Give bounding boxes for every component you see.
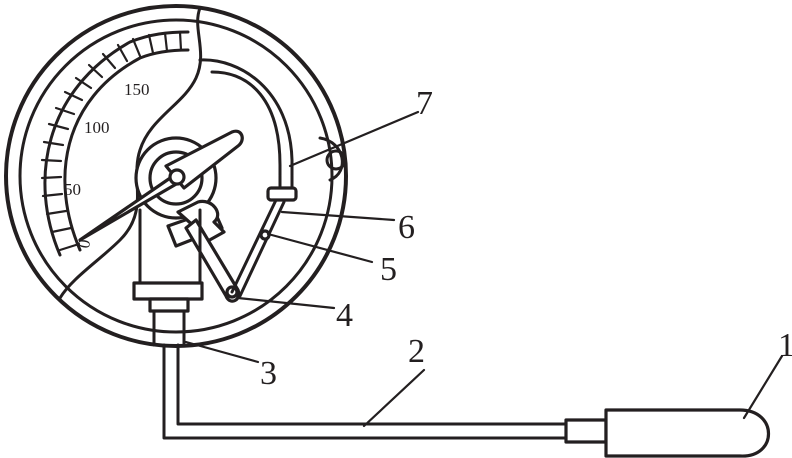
callout-7: 7 bbox=[416, 85, 433, 122]
dial-scale: 0 50 100 150 bbox=[40, 30, 190, 257]
cutaway-edges bbox=[58, 6, 294, 300]
pointer-tail bbox=[164, 129, 244, 190]
callout-6: 6 bbox=[398, 209, 415, 246]
scale-label-100: 100 bbox=[84, 118, 110, 137]
movement-mechanism bbox=[78, 129, 298, 303]
bulb-connector bbox=[564, 418, 608, 444]
callout-2: 2 bbox=[408, 333, 425, 370]
callout-leaders bbox=[184, 110, 784, 428]
callout-4: 4 bbox=[336, 297, 353, 334]
callout-labels: 1 2 3 4 5 6 7 bbox=[260, 85, 792, 392]
socket-connection bbox=[132, 208, 204, 347]
scale-label-50: 50 bbox=[64, 180, 81, 199]
callout-1: 1 bbox=[778, 327, 792, 364]
pointer-hub bbox=[168, 168, 186, 186]
scale-label-0: 0 bbox=[74, 238, 94, 250]
callout-5: 5 bbox=[380, 251, 397, 288]
callout-3: 3 bbox=[260, 355, 277, 392]
gauge-case bbox=[4, 4, 348, 348]
scale-label-150: 150 bbox=[124, 80, 150, 99]
